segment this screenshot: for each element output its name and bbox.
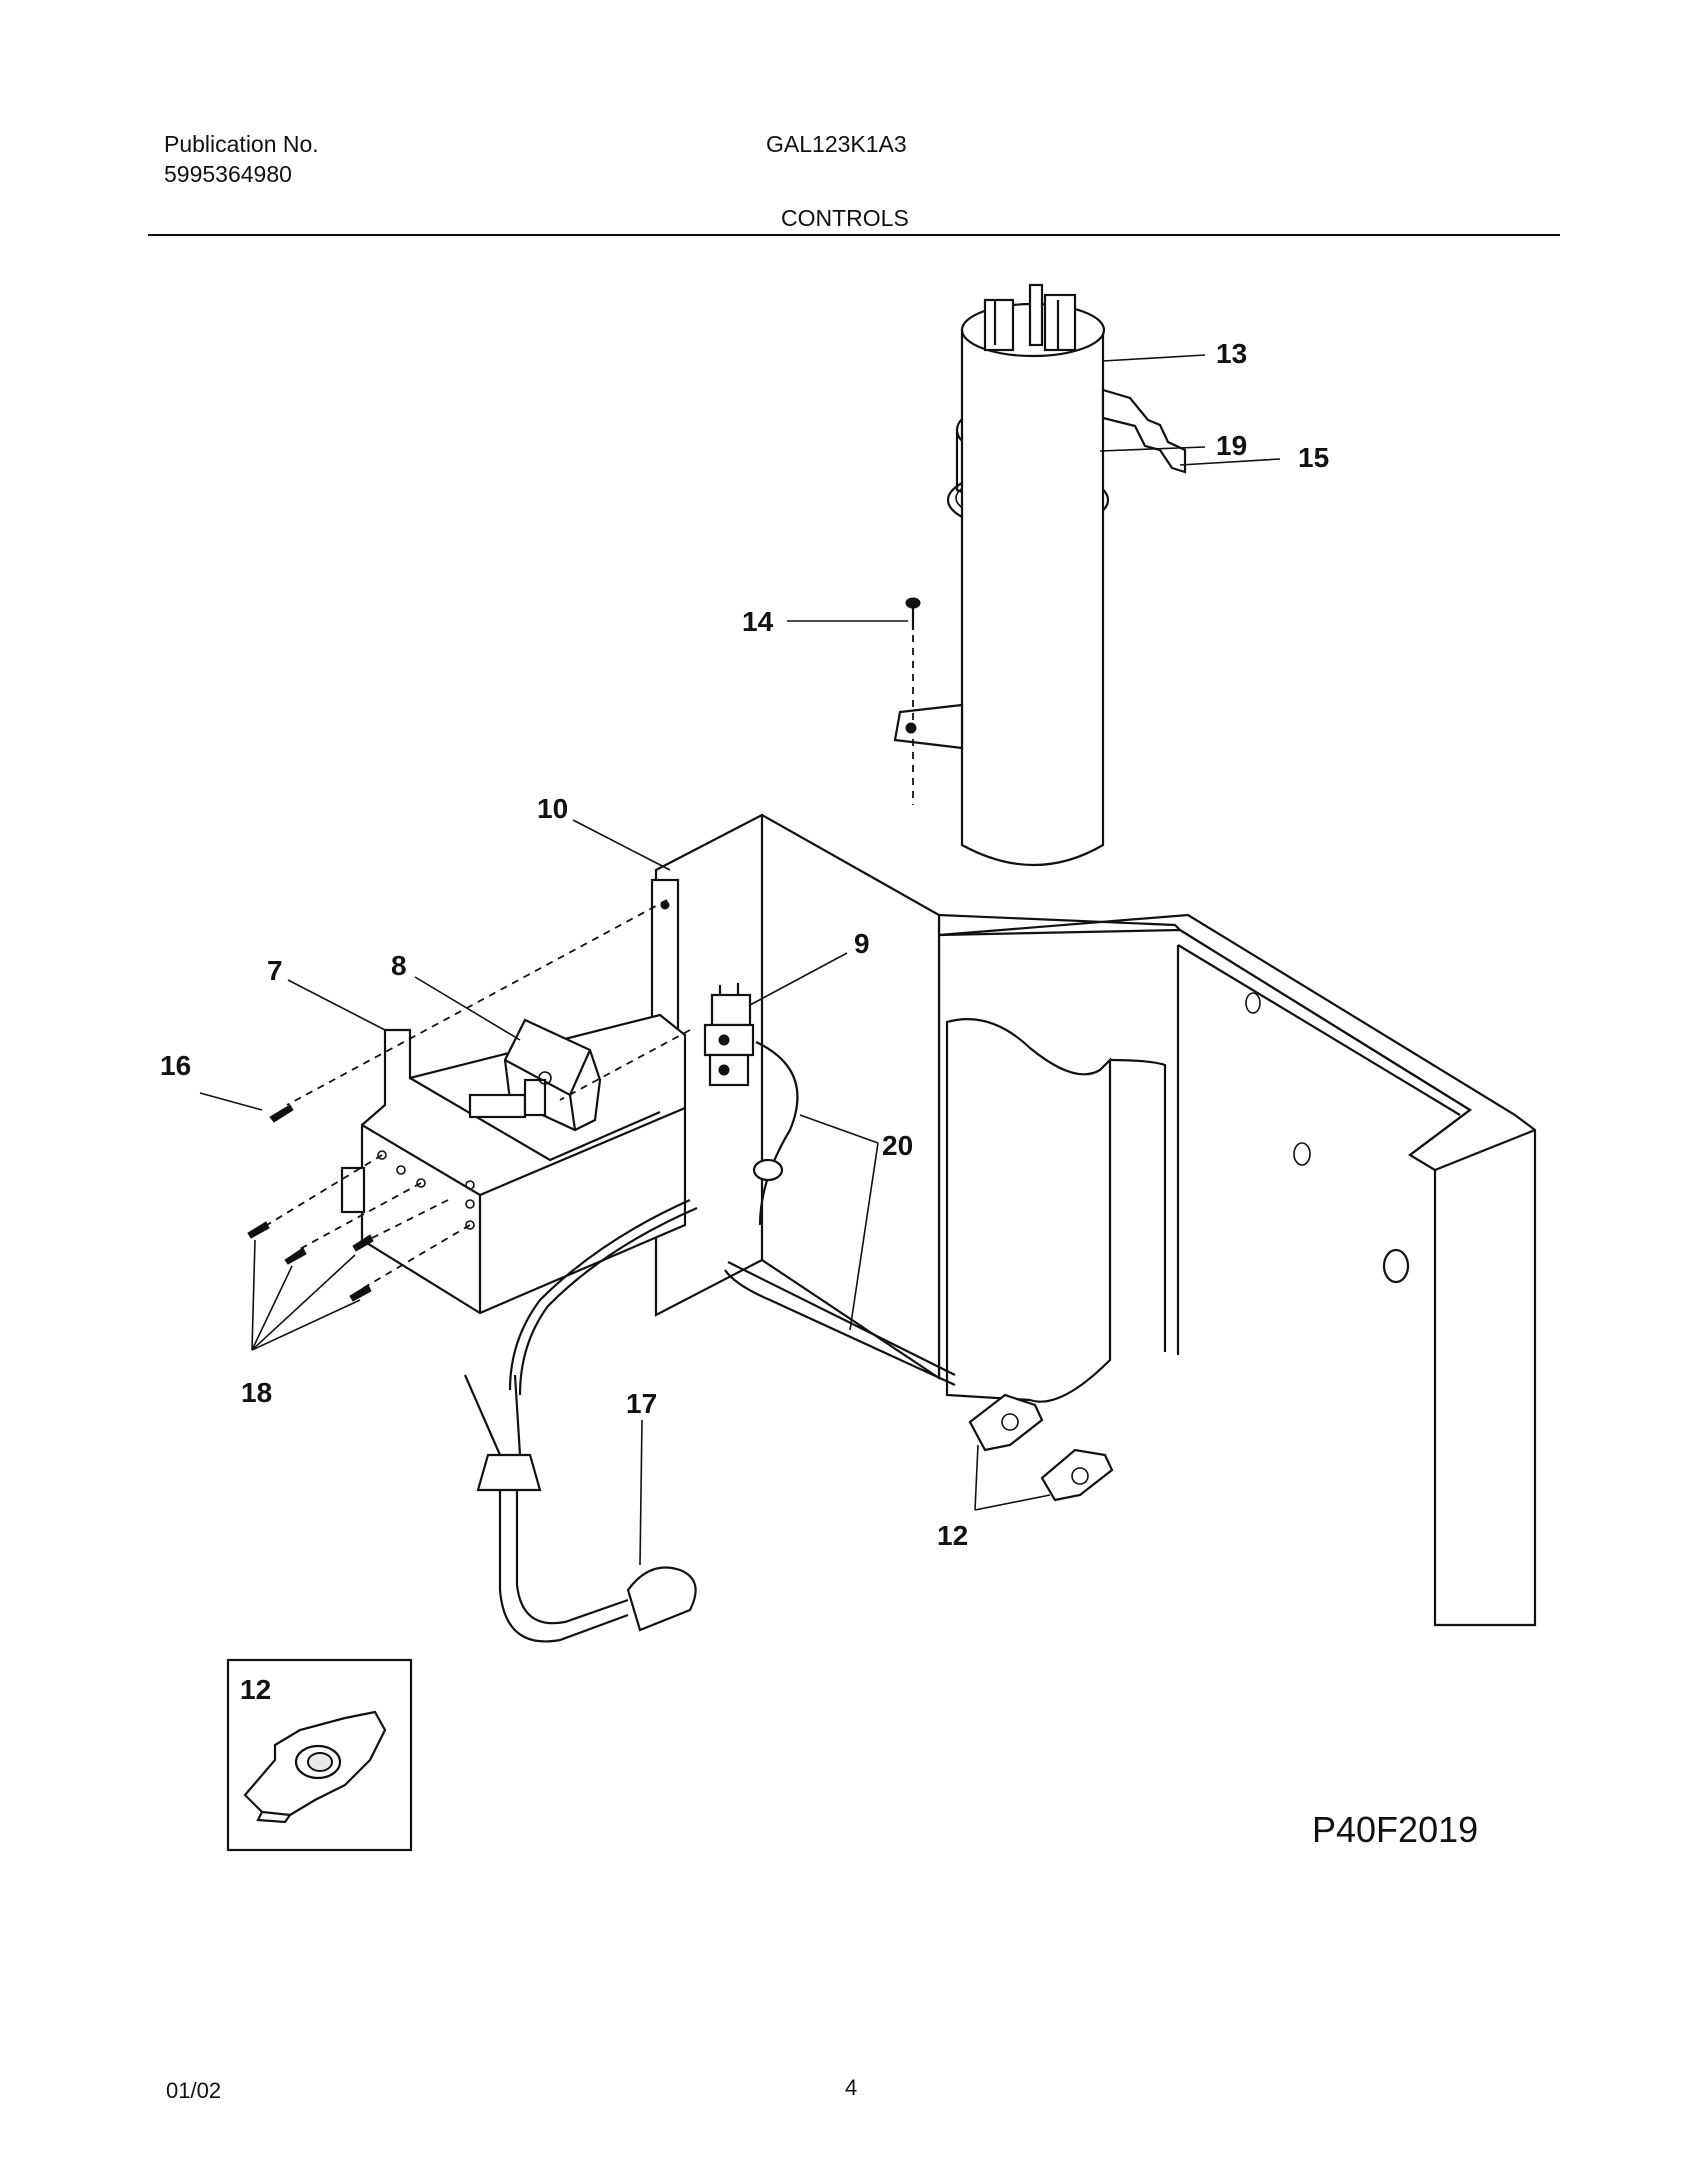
rotary-switch: [468, 1018, 602, 1132]
leader-lines: [199, 354, 1281, 1566]
callout-8: 8: [391, 950, 407, 981]
capacitor-strap: [893, 388, 1187, 750]
publication-label: Publication No.: [164, 131, 319, 157]
figure-code: P40F2019: [1312, 1809, 1478, 1850]
page-number: 4: [845, 2075, 858, 2100]
capacitor-screw: [905, 597, 921, 805]
callout-14: 14: [742, 606, 774, 637]
thermostat: [703, 983, 755, 1087]
callout-10: 10: [537, 793, 568, 824]
clip-detail-inset: 12: [226, 1658, 413, 1852]
publication-number: 5995364980: [164, 161, 292, 187]
callout-16: 16: [160, 1050, 191, 1081]
model-number: GAL123K1A3: [766, 131, 907, 157]
callout-9: 9: [854, 928, 870, 959]
callout-19: 19: [1216, 430, 1247, 461]
callout-12: 12: [937, 1520, 968, 1551]
callout-17: 17: [626, 1388, 657, 1419]
callout-20: 20: [882, 1130, 913, 1161]
mounting-clips: [968, 1393, 1114, 1502]
section-title: CONTROLS: [781, 205, 909, 231]
control-panel-bracket: [650, 813, 941, 1381]
footer-date: 01/02: [166, 2078, 222, 2103]
callout-15: 15: [1298, 442, 1329, 473]
power-cord: [463, 1198, 698, 1643]
callout-18: 18: [241, 1377, 272, 1408]
ground-wire: [724, 1041, 956, 1386]
capacitor: [960, 283, 1106, 866]
cabinet-bulkhead: [937, 913, 1537, 1627]
screws: [247, 1104, 374, 1302]
inset-label: 12: [240, 1674, 271, 1705]
callout-numbers: 19 14 13 15 10 9 8 7 16 20 18 17 12: [160, 338, 1329, 1551]
callout-7: 7: [267, 955, 283, 986]
header-rule: [148, 234, 1560, 236]
explode-lines: [261, 899, 691, 1291]
control-box-housing: [340, 1013, 687, 1315]
callout-13: 13: [1216, 338, 1247, 369]
